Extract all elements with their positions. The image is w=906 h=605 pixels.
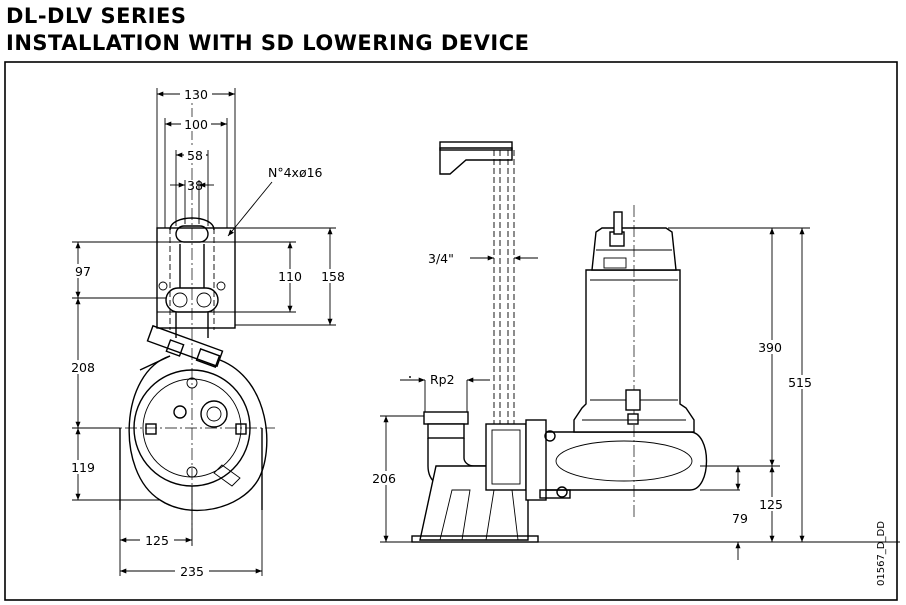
title-installation: INSTALLATION WITH SD LOWERING DEVICE — [6, 31, 530, 55]
title-series: DL-DLV SERIES — [6, 4, 187, 28]
dim-100: 100 — [184, 117, 208, 132]
front-coupling — [146, 324, 224, 368]
pump-motor — [573, 205, 695, 520]
front-left-height-dimensions: 97 208 119 — [64, 241, 166, 501]
dim-79: 79 — [732, 511, 748, 526]
dim-110: 110 — [278, 269, 302, 284]
dim-125-width: 125 — [145, 533, 169, 548]
drawing-code: 01567_D_DD — [876, 521, 887, 586]
outlet-size-label: Rp2 — [430, 372, 455, 387]
dim-235: 235 — [180, 564, 204, 579]
dim-38: 38 — [187, 178, 203, 193]
dim-390: 390 — [758, 340, 782, 355]
hole-note: N°4xø16 — [268, 165, 323, 180]
dim-206: 206 — [372, 471, 396, 486]
guide-pipes: 3/4" — [428, 141, 538, 432]
dim-130: 130 — [184, 87, 208, 102]
pump-volute — [525, 419, 708, 501]
front-view: 130 100 58 38 N°4xø16 97 208 — [64, 87, 352, 579]
dim-58: 58 — [187, 148, 203, 163]
dim-158: 158 — [321, 269, 345, 284]
dim-125-height: 125 — [759, 497, 783, 512]
dim-119: 119 — [71, 460, 95, 475]
dim-515: 515 — [788, 375, 812, 390]
front-width-dimensions: 130 100 58 38 N°4xø16 — [156, 87, 323, 237]
front-right-height-dimensions: 110 158 — [235, 227, 352, 326]
pipe-size-label: 3/4" — [428, 251, 454, 266]
side-height-dimensions: 206 390 515 125 79 — [370, 227, 900, 560]
discharge-elbow: Rp2 — [400, 372, 520, 491]
drawing-frame — [4, 61, 898, 601]
base-foot — [411, 423, 539, 543]
dim-97: 97 — [75, 264, 91, 279]
front-bottom-width-dimensions: 125 235 — [119, 486, 263, 579]
side-view: 3/4" Rp2 — [370, 141, 900, 560]
dim-208: 208 — [71, 360, 95, 375]
front-volute — [119, 355, 268, 512]
front-bracket — [156, 217, 236, 338]
